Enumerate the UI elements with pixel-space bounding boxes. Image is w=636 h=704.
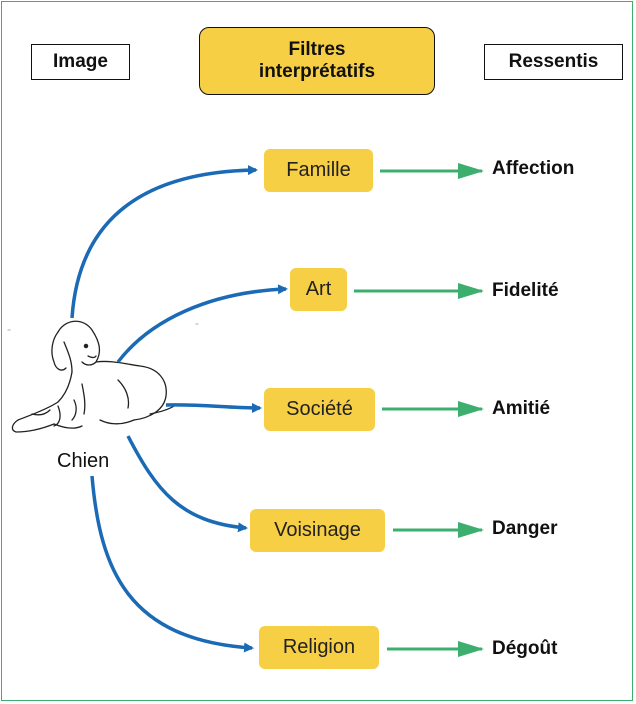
filter-voisinage: Voisinage <box>250 509 385 552</box>
filter-societe: Société <box>264 388 375 431</box>
filter-famille: Famille <box>264 149 373 192</box>
filters-header-line2: interprétatifs <box>258 61 376 82</box>
link-source-to-voisinage <box>126 435 248 533</box>
link-source-to-art <box>116 284 288 364</box>
filters-header-line1: Filtres <box>288 39 346 61</box>
source-label: Chien <box>57 450 110 472</box>
filter-art: Art <box>290 268 347 311</box>
result-danger: Danger <box>492 518 558 539</box>
filters-column-header: Filtres interprétatifs <box>199 27 435 95</box>
link-source-to-famille <box>70 165 258 319</box>
result-amitie: Amitié <box>492 398 551 419</box>
link-source-to-religion <box>90 475 254 653</box>
result-degout: Dégoût <box>492 638 558 659</box>
result-affection: Affection <box>492 158 575 179</box>
dog-icon <box>7 320 199 433</box>
image-column-header: Image <box>31 44 130 80</box>
filter-religion: Religion <box>259 626 379 669</box>
link-source-to-societe <box>165 402 262 413</box>
result-column-header: Ressentis <box>484 44 623 80</box>
result-fidelite: Fidelité <box>492 280 559 301</box>
